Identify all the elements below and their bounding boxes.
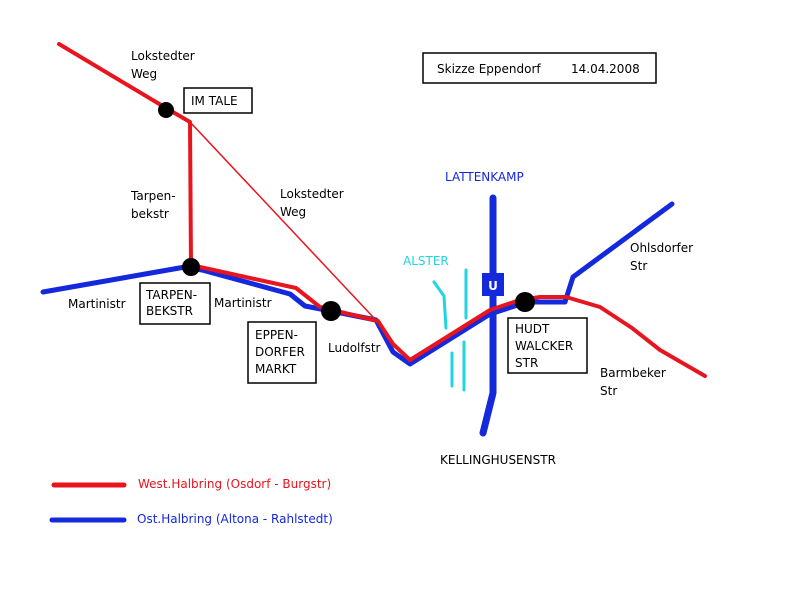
street-label-barmbeker-b: Str [600, 384, 617, 398]
stop-dot-eppendorfer-markt [321, 301, 341, 321]
station-label-lattenkamp: LATTENKAMP [445, 170, 524, 184]
stop-box-eppendorfer-markt [247, 321, 317, 384]
stop-label-eppendorfer-markt-2: DORFER [255, 345, 305, 359]
street-label-ohlsdorfer-a: Ohlsdorfer [630, 241, 693, 255]
title-name: Skizze Eppendorf [437, 62, 541, 76]
station-label-kellinghusenstr: KELLINGHUSENSTR [440, 453, 556, 467]
stop-label-im-tale: IM TALE [191, 94, 238, 108]
street-label-lokstedter-weg-1b: Weg [131, 67, 157, 81]
ubahn-line [479, 194, 497, 437]
lokstedter-weg-thin-line [189, 121, 375, 319]
street-label-lokstedter-weg-2b: Weg [280, 205, 306, 219]
stop-label-hudtwalckerstr-1: HUDT [515, 322, 550, 336]
ost-halbring-line [40, 201, 675, 367]
street-label-lokstedter-weg-1a: Lokstedter [131, 49, 195, 63]
title-date: 14.04.2008 [571, 62, 640, 76]
stop-dot-hudtwalckerstr [515, 292, 535, 312]
stop-label-tarpenbekstr-2: BEKSTR [146, 304, 193, 318]
legend-label-ost: Ost.Halbring (Altona - Rahlstedt) [137, 512, 333, 526]
ubahn-sign-label: U [488, 279, 498, 293]
title-box [422, 52, 657, 84]
stop-dot-tarpenbekstr [182, 258, 200, 276]
street-label-ohlsdorfer-b: Str [630, 259, 647, 273]
stop-label-eppendorfer-markt-3: MARKT [255, 362, 297, 376]
river-label-alster: ALSTER [403, 254, 449, 268]
street-label-barmbeker-a: Barmbeker [600, 366, 666, 380]
stop-box-im-tale [183, 87, 253, 114]
legend: West.Halbring (Osdorf - Burgstr) Ost.Hal… [49, 477, 333, 526]
stop-label-hudtwalckerstr-2: WALCKER [515, 339, 573, 353]
stop-label-eppendorfer-markt-1: EPPEN- [255, 328, 298, 342]
street-label-martinistr-west: Martinistr [68, 297, 126, 311]
west-halbring-line [57, 42, 707, 378]
legend-label-west: West.Halbring (Osdorf - Burgstr) [138, 477, 331, 491]
street-label-martinistr-east: Martinistr [214, 296, 272, 310]
street-label-lokstedter-weg-2a: Lokstedter [280, 187, 344, 201]
street-label-tarpenbekstr-b: bekstr [131, 207, 169, 221]
stop-label-hudtwalckerstr-3: STR [515, 356, 538, 370]
alster-river [432, 268, 468, 392]
street-label-ludolfstr: Ludolfstr [328, 341, 381, 355]
stop-box-tarpenbekstr [139, 282, 211, 325]
ubahn-sign [482, 273, 504, 296]
stop-dot-im-tale [158, 102, 174, 118]
alster-stroke-1 [432, 280, 448, 330]
street-label-tarpenbekstr-a: Tarpen- [130, 189, 176, 203]
stop-label-tarpenbekstr-1: TARPEN- [145, 288, 197, 302]
stop-box-hudtwalckerstr [507, 317, 588, 374]
